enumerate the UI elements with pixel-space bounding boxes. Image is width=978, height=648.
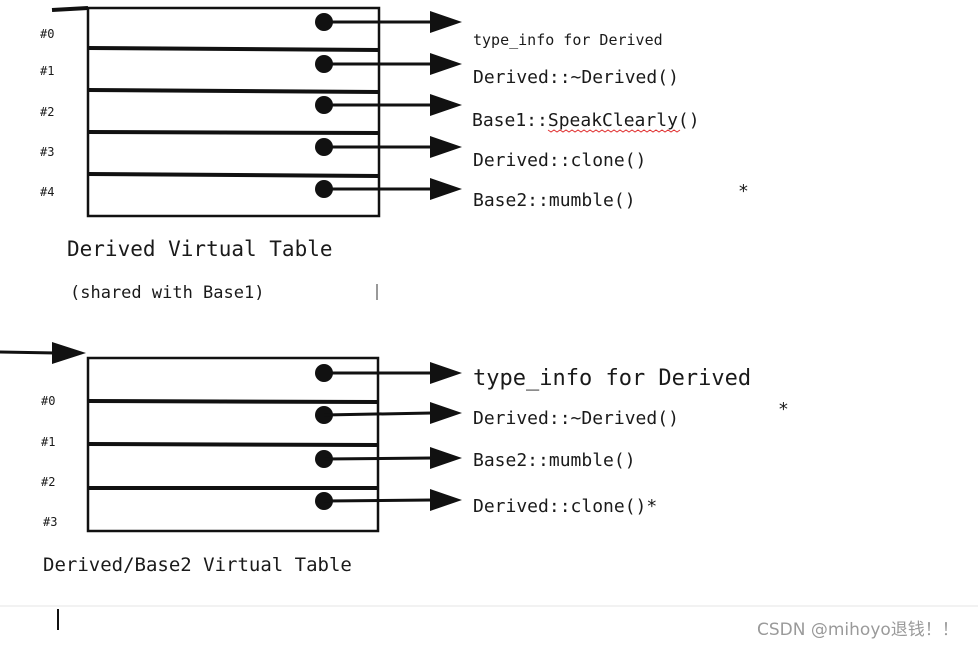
star-mark: *	[778, 399, 789, 420]
vtable-entry: Derived::~Derived()	[473, 408, 679, 429]
slot-label: #3	[40, 145, 54, 159]
vptr-arrow-2	[0, 342, 86, 364]
vtable-entry: type_info for Derived	[473, 31, 663, 49]
slot-pointer	[315, 94, 462, 116]
slot-label: #0	[41, 394, 55, 408]
star-mark: *	[738, 181, 749, 202]
vtable-entry: type_info for Derived	[473, 366, 751, 391]
slot-label: #2	[41, 475, 55, 489]
slot-pointer	[315, 489, 462, 511]
vtable-1-divider	[87, 172, 380, 178]
slot-label: #1	[41, 435, 55, 449]
slot-label: #0	[40, 27, 54, 41]
slot-pointer	[315, 136, 462, 158]
vtable-1-divider	[87, 130, 380, 135]
watermark: CSDN @mihoyo退钱！！	[757, 620, 959, 640]
table-caption: Derived/Base2 Virtual Table	[43, 554, 352, 576]
slot-pointer	[315, 11, 462, 33]
slot-label: #4	[40, 185, 54, 199]
slot-pointer	[315, 447, 462, 469]
slot-label: #1	[40, 64, 54, 78]
slot-label: #2	[40, 105, 54, 119]
derived-base2-virtual-table: #0 #1 #2 #3 type_info for Derived Derive…	[0, 342, 789, 576]
vtable-entry: Base1::SpeakClearly()	[472, 110, 700, 131]
vtable-1-box	[86, 6, 381, 218]
vtable-entry: Base2::mumble()	[473, 450, 636, 471]
slot-label: #3	[43, 515, 57, 529]
table-subcaption: (shared with Base1)	[70, 283, 264, 303]
slot-pointer	[315, 53, 462, 75]
spellcheck-underline	[547, 129, 681, 133]
derived-virtual-table: #0 #1 #2 #3 #4 typ	[40, 6, 749, 303]
vtable-2-divider	[87, 442, 379, 447]
vtable-entry: Derived::clone()*	[473, 496, 657, 517]
vtable-1-divider	[87, 46, 380, 52]
slot-pointer	[315, 362, 462, 384]
slot-pointer	[315, 178, 462, 200]
vptr-arrow-1	[51, 6, 89, 12]
vtable-entry: Base2::mumble()	[473, 190, 636, 211]
vtable-1-divider	[87, 88, 380, 94]
vtable-entry: Derived::clone()	[473, 150, 646, 171]
vtable-2-divider	[87, 399, 379, 404]
slot-pointer	[315, 402, 462, 424]
table-caption: Derived Virtual Table	[67, 237, 333, 261]
vtable-entry: Derived::~Derived()	[473, 67, 679, 88]
